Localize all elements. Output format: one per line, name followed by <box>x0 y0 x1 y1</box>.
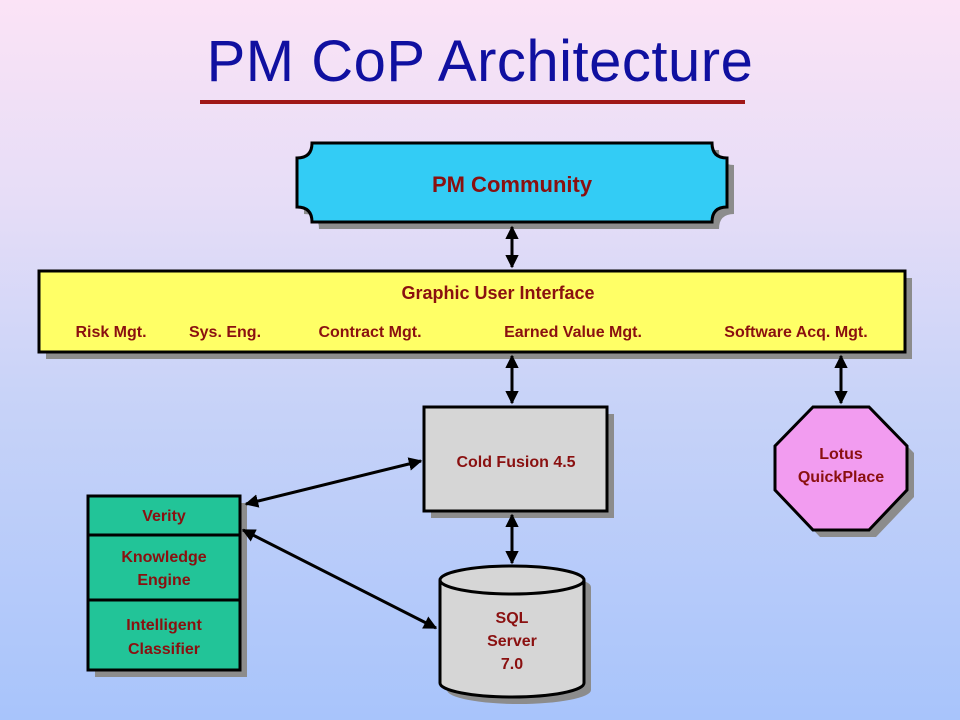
gui-module-software-acq-mgt: Software Acq. Mgt. <box>724 324 867 341</box>
sql-server-label-line2: Server <box>487 633 537 650</box>
gui-module-contract-mgt: Contract Mgt. <box>318 324 421 341</box>
pm-community-box: PM Community <box>295 141 734 229</box>
knowledge-engine-label-line1: Knowledge <box>121 549 206 566</box>
gui-title: Graphic User Interface <box>401 283 594 303</box>
verity-stack: Verity Knowledge Engine Intelligent Clas… <box>86 494 247 677</box>
page-title: PM CoP Architecture <box>206 29 754 94</box>
sql-server-label-line1: SQL <box>496 610 529 627</box>
intelligent-classifier-label-line2: Classifier <box>128 641 200 658</box>
cold-fusion-box: Cold Fusion 4.5 <box>422 405 614 518</box>
sql-server-cylinder: SQL Server 7.0 <box>438 564 591 704</box>
verity-box <box>86 494 242 537</box>
arrow-sql-server-knowledge-engine <box>241 528 438 630</box>
gui-module-risk-mgt: Risk Mgt. <box>75 324 146 341</box>
intelligent-classifier-label-line1: Intelligent <box>126 617 202 634</box>
arrow-cold-fusion-verity <box>244 457 423 508</box>
gui-module-sys-eng: Sys. Eng. <box>189 324 261 341</box>
lotus-label-line2: QuickPlace <box>798 469 884 486</box>
title-underline <box>200 100 745 104</box>
pm-community-label: PM Community <box>432 172 593 197</box>
intelligent-classifier-box <box>86 598 242 672</box>
gui-module-earned-value-mgt: Earned Value Mgt. <box>504 324 642 341</box>
lotus-label-line1: Lotus <box>819 446 863 463</box>
knowledge-engine-label-line2: Engine <box>137 572 190 589</box>
lotus-quickplace-octagon: Lotus QuickPlace <box>773 405 914 537</box>
cold-fusion-label: Cold Fusion 4.5 <box>456 454 575 471</box>
knowledge-engine-box <box>86 533 242 602</box>
verity-label: Verity <box>142 508 186 525</box>
gui-box: Graphic User Interface Risk Mgt. Sys. En… <box>37 269 912 359</box>
sql-server-label-line3: 7.0 <box>501 656 523 673</box>
